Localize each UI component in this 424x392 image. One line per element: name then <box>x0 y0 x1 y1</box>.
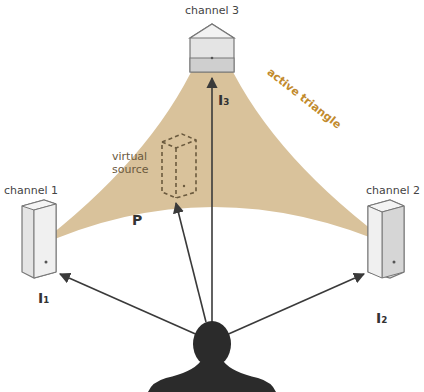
speaker-channel-1 <box>22 200 56 278</box>
speaker-channel: channel 1 <box>4 184 58 197</box>
vector-label: P <box>132 212 142 228</box>
speaker-channel: channel 2 <box>366 184 420 197</box>
channel-label: virtual source <box>112 150 164 176</box>
channel-label: channel 3 <box>185 4 239 17</box>
channel-label: channel 1 <box>4 184 58 197</box>
speaker-channel-2 <box>368 200 404 278</box>
speaker-channel-3 <box>190 24 234 72</box>
vector-label: I₂ <box>376 310 387 326</box>
listener-silhouette <box>148 321 276 392</box>
active-triangle <box>34 62 396 248</box>
speaker-channel: channel 3 <box>185 4 239 17</box>
virtual-source-speaker <box>162 134 196 198</box>
region-label: active triangle <box>264 65 343 131</box>
channel-label: channel 2 <box>366 184 420 197</box>
vector-label: I₁ <box>38 290 49 306</box>
virtual-source: virtual source <box>112 150 164 176</box>
vector-label: I₃ <box>218 92 229 108</box>
